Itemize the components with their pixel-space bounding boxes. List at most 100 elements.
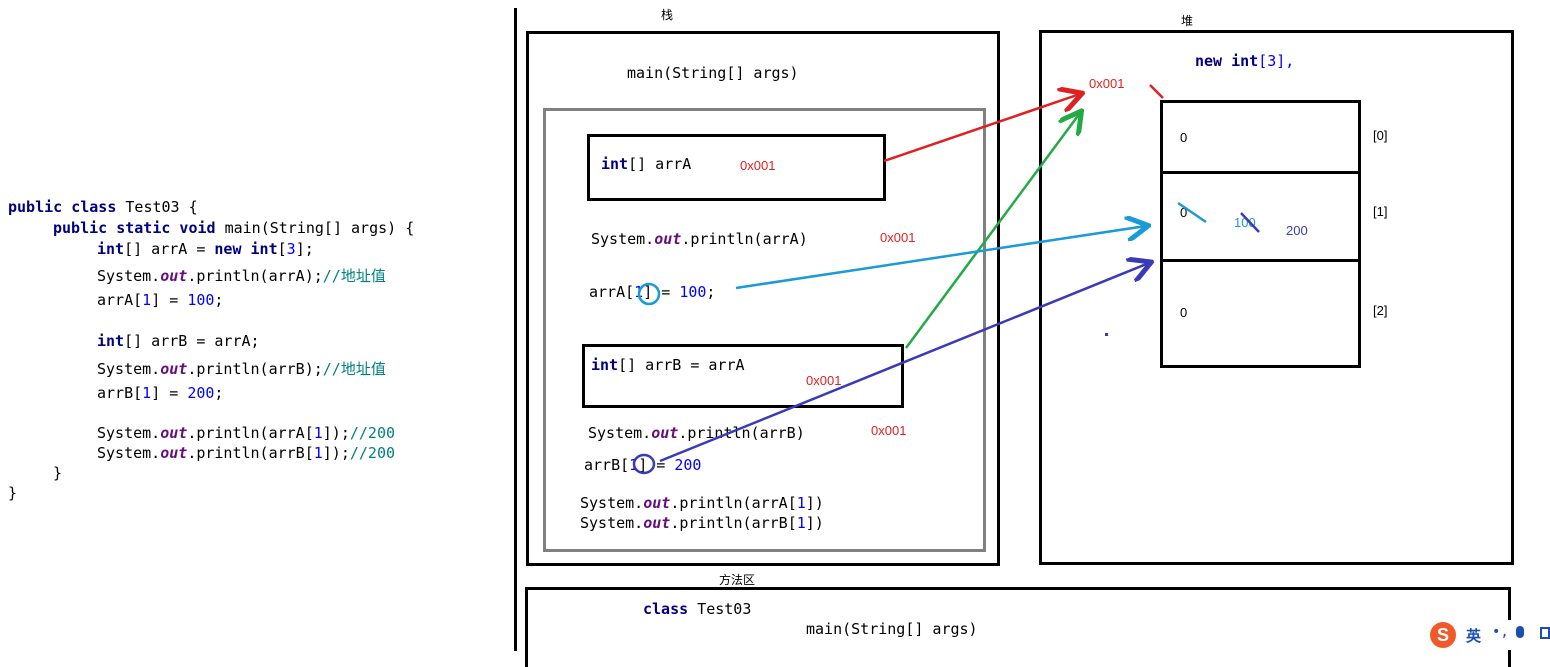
code-text: ] = [638,456,675,474]
code-number: 1 [142,291,152,309]
code-text: .println(arrA) [681,230,808,248]
method-area-method: main(String[] args) [806,620,978,638]
print-arrA-address: 0x001 [880,230,916,245]
method-area-label: 方法区 [719,573,756,587]
code-number: 1 [629,456,639,474]
code-number: 100 [679,283,707,301]
stack-print-arrA: System.out.println(arrA) [591,230,808,248]
ime-language[interactable]: 英 [1466,627,1482,645]
code-number: 200 [187,384,215,402]
code-text: Test03 { [116,198,198,216]
code-keyword: int [591,356,619,374]
code-text: Test03 [688,600,752,618]
code-number: 1 [313,424,323,442]
code-close-brace: } [8,484,18,502]
code-text: System. [591,230,655,248]
code-text: ; [214,291,224,309]
code-line-arrA-decl: int[] arrA = new int[3]; [97,240,314,258]
code-line-class: public class Test03 { [8,198,198,216]
code-number: 3 [286,240,296,258]
code-text: System. [580,494,644,512]
code-line-print-arrB1: System.out.println(arrB[1]);//200 [97,444,395,462]
microphone-icon[interactable] [1516,626,1524,638]
array-index-label: [1] [1373,204,1388,219]
code-text: .println(arrA[ [187,424,314,442]
code-keyword: public class [8,198,117,216]
code-comment: 地址值 [340,267,386,285]
heap-array-box [1160,100,1361,368]
code-text: arrB[ [97,384,143,402]
code-close-brace: } [53,464,63,482]
code-comment: 地址值 [340,360,386,378]
code-number: 200 [674,456,702,474]
code-line-print-arrB: System.out.println(arrB);//地址值 [97,360,386,378]
print-arrB-address: 0x001 [871,423,907,438]
code-text: ] = [151,384,188,402]
code-text: ] = [151,291,188,309]
code-text: System. [97,360,161,378]
method-area-box [525,587,1511,667]
array-cell-divider [1160,259,1361,262]
code-text: [ [277,240,287,258]
arrA-address: 0x001 [740,158,776,173]
ime-toolbar[interactable]: S 英 •, [1428,620,1550,650]
code-text: .println(arrB) [678,424,805,442]
code-comment: //200 [349,424,396,442]
code-text: main(String[] args) { [215,219,415,237]
code-line-assign-arrA: arrA[1] = 100; [97,291,223,309]
array-index-label: [0] [1373,128,1388,143]
punctuation-icon[interactable]: •, [1492,624,1509,640]
code-keyword: class [643,600,689,618]
code-field: out [160,424,188,442]
code-text: ; [706,283,716,301]
code-text: .println(arrB[ [187,444,314,462]
code-number: 1 [313,444,323,462]
stack-print-arrB: System.out.println(arrB) [588,424,805,442]
code-line-main: public static void main(String[] args) { [53,219,414,237]
toolbox-icon[interactable] [1540,627,1550,639]
code-text: ]) [805,514,824,532]
stack-print-arrA1: System.out.println(arrA[1]) [580,494,824,512]
code-text: System. [97,444,161,462]
code-comment: //200 [349,444,396,462]
arrB-declaration: int[] arrB = arrA [591,356,745,374]
arrB-address: 0x001 [806,373,842,388]
code-field: out [643,514,671,532]
code-text: ]) [805,494,824,512]
stack-assign-arrA: arrA[1] = 100; [589,283,715,301]
code-number: 1 [796,494,806,512]
code-field: out [160,444,188,462]
divider-line [514,8,517,651]
code-text: System. [97,267,161,285]
code-text: [] arrA [628,155,692,173]
code-text: [3], [1258,52,1295,70]
code-listing: public class Test03 { public static void… [8,198,508,518]
code-text: .println(arrB); [187,360,323,378]
array-cell-value: 0 [1180,305,1188,320]
code-line-assign-arrB: arrB[1] = 200; [97,384,223,402]
arrA-variable-box [587,134,886,201]
sogou-logo-icon: S [1430,622,1456,648]
code-line-print-arrA: System.out.println(arrA);//地址值 [97,267,386,285]
code-text: [] arrA = [124,240,215,258]
stack-assign-arrB: arrB[1] = 200 [584,456,701,474]
code-number: 1 [796,514,806,532]
code-number: 100 [187,291,215,309]
array-cell-old-value: 100 [1234,215,1256,230]
heap-address: 0x001 [1089,76,1125,91]
code-text: arrA[ [589,283,635,301]
code-keyword: new int [1195,52,1259,70]
array-cell-value: 0 [1180,130,1188,145]
code-text: arrB[ [584,456,630,474]
code-field: out [160,360,188,378]
code-comment: // [322,360,341,378]
code-number: 1 [634,283,644,301]
arrA-declaration: int[] arrA [601,155,691,173]
arrB-variable-box [582,344,904,408]
code-keyword: public static void [53,219,216,237]
array-index-label: [2] [1373,303,1388,318]
code-comment: // [322,267,341,285]
code-keyword: new int [214,240,278,258]
stack-label: 栈 [661,8,674,22]
code-field: out [651,424,679,442]
